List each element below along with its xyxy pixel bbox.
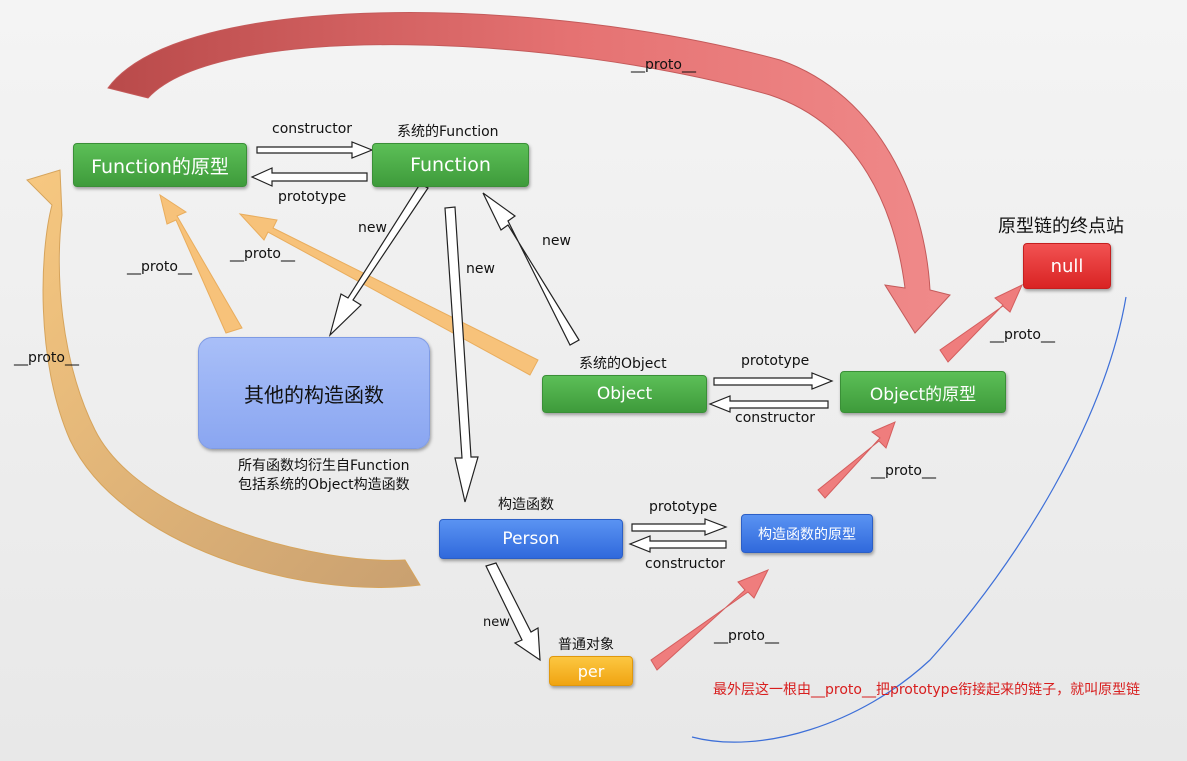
new-arrow-person-to-per [485, 562, 541, 662]
proto-arc-function-to-objproto [107, 12, 951, 334]
constructor-arrow-object [708, 395, 829, 413]
proto-arrow-objproto-to-null [939, 283, 1024, 363]
label-proto-ctorproto: __proto__ [871, 463, 936, 479]
label-proto-per: __proto__ [714, 628, 779, 644]
label-new-bottom: new [483, 615, 510, 630]
other-constructors-box: 其他的构造函数 [198, 337, 430, 449]
caption-system-object: 系统的Object [579, 356, 667, 372]
label-proto-top: __proto__ [631, 57, 696, 73]
label-new-mid: new [466, 261, 495, 277]
function-box: Function [372, 143, 529, 187]
constructor-prototype-box: 构造函数的原型 [741, 514, 873, 553]
object-box: Object [542, 375, 707, 413]
new-arrow-function-to-person [444, 206, 479, 503]
caption-plain-object: 普通对象 [558, 637, 614, 653]
prototype-arrow-object [713, 372, 834, 390]
person-box: Person [439, 519, 623, 559]
note-line-1: 所有函数均衍生自Function [238, 458, 410, 474]
label-new-right: new [542, 233, 571, 249]
new-arrow-function-to-ctors [328, 183, 429, 337]
new-arrow-object-to-function [482, 192, 580, 346]
label-constructor-object: constructor [735, 410, 816, 426]
prototype-arrow-person [631, 518, 728, 536]
proto-arrow-per-to-ctorproto [650, 569, 770, 671]
label-new-left: new [358, 220, 387, 236]
bottom-note: 最外层这一根由__proto__把prototype衔接起来的链子，就叫原型链 [713, 682, 1141, 698]
caption-system-function: 系统的Function [397, 124, 499, 140]
label-proto-fnproto-b: __proto__ [230, 246, 295, 262]
object-prototype-box: Object的原型 [840, 371, 1006, 413]
null-box: null [1023, 243, 1111, 289]
prototype-chain-curve [691, 296, 1127, 743]
per-box: per [549, 656, 633, 686]
label-proto-null: __proto__ [990, 327, 1055, 343]
label-prototype-person: prototype [649, 499, 718, 515]
label-proto-left: __proto__ [14, 350, 79, 366]
proto-arrow-ctors-to-fnproto [159, 193, 243, 334]
proto-arrow-ctorproto-to-objproto [817, 421, 896, 499]
function-prototype-box: Function的原型 [73, 143, 247, 187]
caption-constructor-fn: 构造函数 [498, 497, 554, 513]
proto-arc-person-to-fnproto [26, 169, 421, 588]
label-constructor-person: constructor [645, 556, 726, 572]
note-line-2: 包括系统的Object构造函数 [238, 477, 410, 493]
prototype-arrow-top [250, 167, 368, 187]
constructor-arrow-top [256, 141, 374, 159]
label-proto-fnproto-a: __proto__ [127, 259, 192, 275]
label-constructor-top: constructor [272, 121, 353, 137]
label-prototype-object: prototype [741, 353, 810, 369]
label-prototype-top: prototype [278, 189, 347, 205]
constructor-arrow-person [628, 535, 727, 553]
caption-chain-end: 原型链的终点站 [998, 216, 1124, 237]
